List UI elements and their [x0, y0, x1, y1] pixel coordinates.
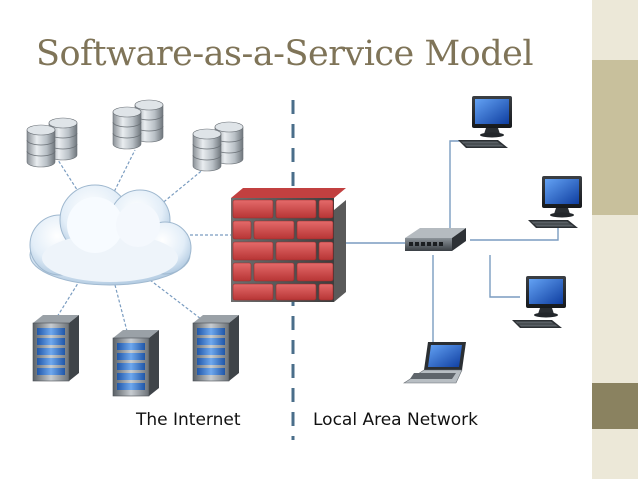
database-icon: [113, 100, 163, 149]
connector-line: [109, 149, 136, 201]
cloud-icon: [29, 184, 192, 286]
connector-line: [159, 167, 206, 206]
database-icon: [193, 122, 243, 171]
internet-zone-label: The Internet: [136, 410, 241, 430]
side-bar-segment: [592, 215, 638, 383]
decorative-side-bar: [592, 0, 638, 479]
server-rack-icon: [112, 329, 160, 397]
network-switch-icon: [405, 228, 466, 251]
connector-line: [51, 279, 81, 326]
server-rack-icon: [32, 314, 80, 382]
side-bar-segment: [592, 0, 638, 60]
connector-line: [449, 140, 462, 235]
side-bar-segment: [592, 429, 638, 479]
side-bar-segment: [592, 383, 638, 429]
desktop-computer-icon: [527, 175, 583, 229]
desktop-computer-icon: [511, 275, 567, 329]
desktop-computer-icon: [457, 95, 513, 149]
lan-zone-label: Local Area Network: [313, 410, 478, 430]
connector-line: [149, 279, 206, 323]
firewall-icon: [231, 188, 346, 302]
laptop-icon: [402, 342, 466, 384]
network-diagram: [0, 95, 583, 440]
slide-title: Software-as-a-Service Model: [36, 34, 534, 74]
side-bar-segment: [592, 60, 638, 215]
server-rack-icon: [192, 314, 240, 382]
database-icon: [27, 118, 77, 167]
connector-line: [114, 284, 129, 336]
connector-line: [489, 255, 520, 298]
